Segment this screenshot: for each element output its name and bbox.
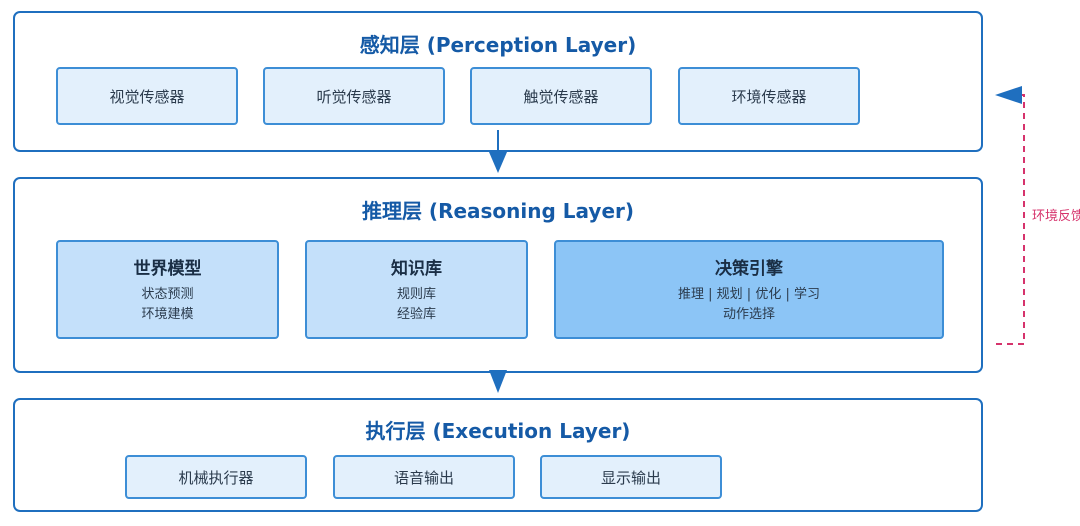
- decision-engine-title: 决策引擎: [715, 259, 783, 279]
- knowledge-base-box: 知识库 规则库 经验库: [305, 240, 528, 339]
- feedback-label: 环境反馈: [1032, 209, 1080, 224]
- reasoning-to-execution-arrowhead: [489, 370, 507, 393]
- knowledge-base-line-1: 规则库: [396, 287, 436, 302]
- feedback-loop-line: [996, 94, 1025, 345]
- perception-layer-title: 感知层 (Perception Layer): [359, 33, 637, 57]
- knowledge-base-line-2: 经验库: [396, 307, 436, 322]
- speech-output-box: 语音输出: [333, 455, 515, 499]
- perception-layer: 感知层 (Perception Layer) 视觉传感器 听觉传感器 触觉传感器…: [13, 11, 983, 152]
- decision-engine-line-1: 推理 | 规划 | 优化 | 学习: [678, 287, 820, 302]
- world-model-line-2: 环境建模: [141, 307, 194, 322]
- reasoning-layer-title: 推理层 (Reasoning Layer): [361, 199, 635, 223]
- world-model-title: 世界模型: [133, 259, 202, 279]
- reasoning-layer: 推理层 (Reasoning Layer) 世界模型 状态预测 环境建模 知识库…: [13, 177, 983, 373]
- world-model-box: 世界模型 状态预测 环境建模: [56, 240, 279, 339]
- knowledge-base-title: 知识库: [391, 259, 442, 279]
- execution-layer-title: 执行层 (Execution Layer): [365, 419, 631, 443]
- auditory-sensor-box: 听觉传感器: [263, 67, 445, 125]
- display-output-box: 显示输出: [540, 455, 722, 499]
- decision-engine-line-2: 动作选择: [722, 307, 775, 322]
- display-output-label: 显示输出: [600, 468, 661, 487]
- mechanical-actuator-box: 机械执行器: [125, 455, 307, 499]
- world-model-line-1: 状态预测: [141, 287, 194, 302]
- auditory-sensor-label: 听觉传感器: [316, 87, 392, 106]
- visual-sensor-box: 视觉传感器: [56, 67, 238, 125]
- perception-to-reasoning-arrowhead: [489, 152, 507, 173]
- mechanical-actuator-label: 机械执行器: [178, 468, 254, 487]
- visual-sensor-label: 视觉传感器: [109, 87, 185, 106]
- feedback-arrowhead: [995, 86, 1022, 104]
- tactile-sensor-box: 触觉传感器: [470, 67, 652, 125]
- environment-sensor-label: 环境传感器: [731, 87, 807, 106]
- decision-engine-box: 决策引擎 推理 | 规划 | 优化 | 学习 动作选择: [554, 240, 944, 339]
- tactile-sensor-label: 触觉传感器: [523, 87, 599, 106]
- speech-output-label: 语音输出: [393, 468, 454, 487]
- environment-sensor-box: 环境传感器: [678, 67, 860, 125]
- execution-layer: 执行层 (Execution Layer) 机械执行器 语音输出 显示输出: [13, 398, 983, 512]
